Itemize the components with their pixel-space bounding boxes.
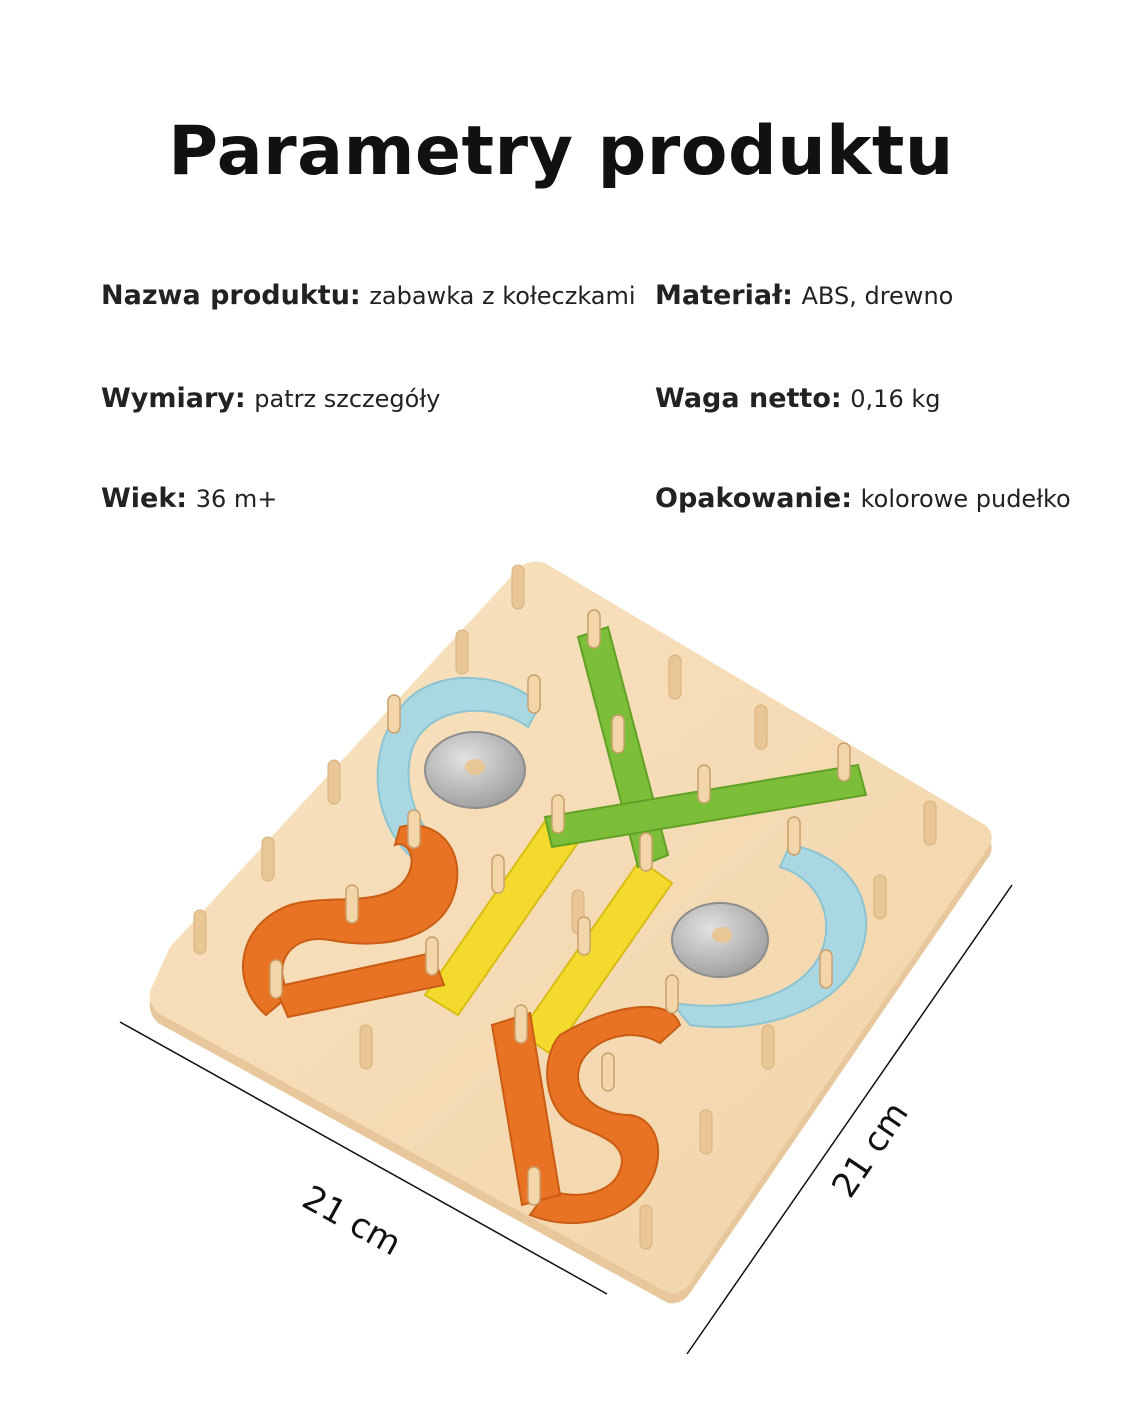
spec-label: Wymiary:	[101, 383, 246, 414]
orange-s-piece	[528, 1005, 682, 1224]
spec-label: Opakowanie:	[655, 483, 853, 514]
spec-label: Waga netto:	[655, 383, 842, 414]
spec-value: 0,16 kg	[850, 385, 941, 413]
dimension-label-depth: 21 cm	[824, 1095, 916, 1205]
blue-arc-piece	[669, 843, 868, 1029]
dimension-label-width: 21 cm	[296, 1178, 408, 1264]
spec-label: Nazwa produktu:	[101, 280, 361, 311]
spec-value: patrz szczegóły	[254, 385, 441, 413]
spec-dimensions: Wymiary: patrz szczegóły	[101, 383, 440, 414]
green-bar	[543, 763, 868, 849]
spec-product-name: Nazwa produktu: zabawka z kołeczkami	[101, 280, 636, 311]
peg-group	[269, 609, 851, 1206]
spec-value: zabawka z kołeczkami	[369, 282, 636, 310]
spec-age: Wiek: 36 m+	[101, 483, 277, 514]
spec-value: kolorowe pudełko	[860, 485, 1071, 513]
peg-group	[193, 564, 937, 1250]
orange-bar	[273, 951, 446, 1019]
spec-label: Materiał:	[655, 280, 793, 311]
spec-value: 36 m+	[195, 485, 278, 513]
spec-packaging: Opakowanie: kolorowe pudełko	[655, 483, 1071, 514]
spec-label: Wiek:	[101, 483, 188, 514]
spec-material: Materiał: ABS, drewno	[655, 280, 953, 311]
product-illustration: 21 cm 21 cm	[119, 561, 1013, 1355]
spec-value: ABS, drewno	[801, 282, 954, 310]
spec-net-weight: Waga netto: 0,16 kg	[655, 383, 940, 414]
dimension-line-depth	[686, 884, 1013, 1355]
yellow-bar	[518, 858, 674, 1057]
page-title: Parametry produktu	[168, 112, 954, 191]
dimension-line-width	[119, 1021, 608, 1295]
board	[149, 561, 992, 1294]
